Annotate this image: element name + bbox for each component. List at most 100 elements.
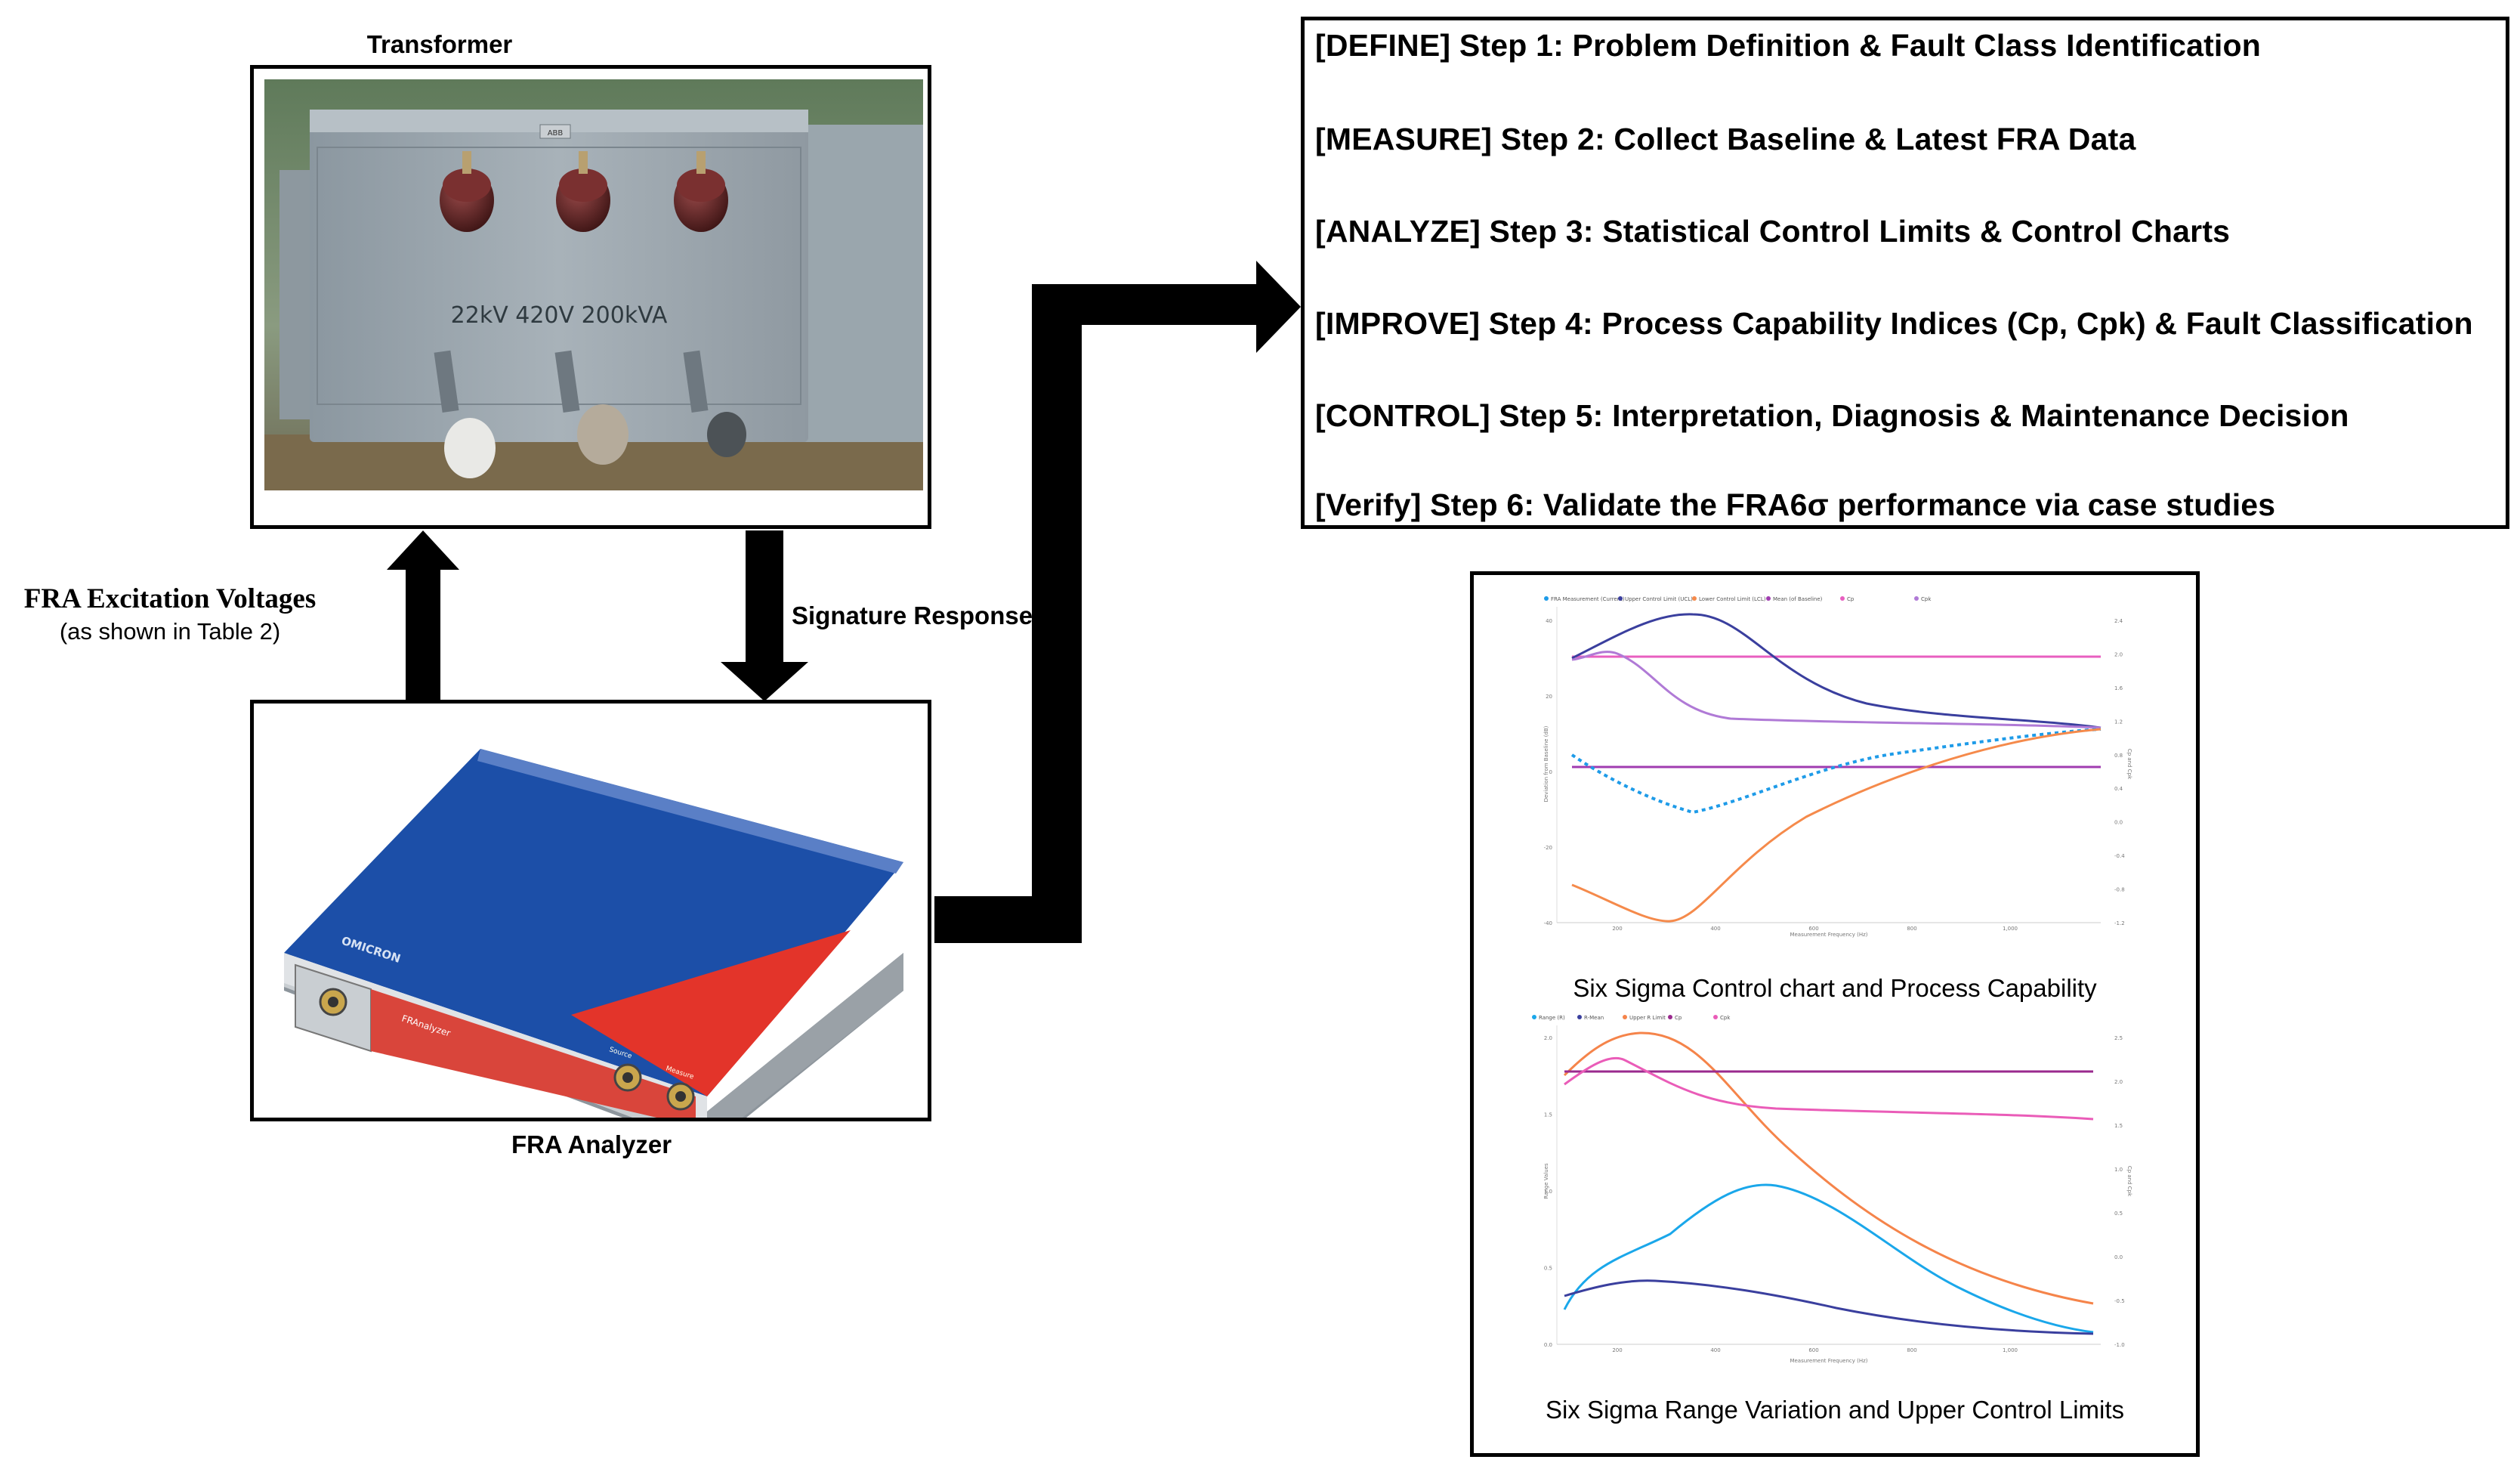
step-define: [DEFINE] Step 1: Problem Definition & Fa…: [1315, 28, 2262, 63]
legend-swatch: [1544, 596, 1549, 601]
analyzer-box: OMICRON FRAnalyzer Source Measure: [250, 700, 931, 1121]
x-tick-label: 600: [1808, 926, 1818, 932]
legend-label: R-Mean: [1584, 1015, 1604, 1021]
range-line: [1563, 1183, 2094, 1334]
bnc-connector-icon: [319, 988, 347, 1016]
x-tick-label: 400: [1710, 926, 1720, 932]
x-tick-label: 800: [1907, 1347, 1916, 1353]
x-tick-label: 800: [1907, 926, 1916, 932]
dmaic-steps-box: [DEFINE] Step 1: Problem Definition & Fa…: [1301, 17, 2509, 529]
lcl-line: [1571, 728, 2102, 923]
legend-label: FRA Measurement (Current): [1551, 596, 1625, 602]
y-tick-label: 1.0: [1544, 1189, 1552, 1195]
transformer-box: ABB 22kV 420V 200kVA: [250, 65, 931, 529]
step-control: [CONTROL] Step 5: Interpretation, Diagno…: [1315, 398, 2349, 433]
cpk-line: [1564, 1056, 2094, 1121]
x-tick-label: 1,000: [2003, 1347, 2018, 1353]
legend-swatch: [1840, 596, 1845, 601]
legend-label: Mean (of Baseline): [1773, 596, 1823, 602]
lv-bushing-icon: [577, 404, 628, 465]
y2-tick-label: 1.0: [2114, 1167, 2123, 1173]
bnc-connector-icon: [666, 1082, 695, 1111]
transformer-rating: 22kV 420V 200kVA: [451, 302, 668, 329]
step-measure: [MEASURE] Step 2: Collect Baseline & Lat…: [1315, 122, 2136, 156]
x-tick-label: 600: [1808, 1347, 1818, 1353]
legend-swatch: [1713, 1015, 1718, 1019]
y2-tick-label: 0.0: [2114, 1254, 2123, 1260]
legend-label: Upper R Limit: [1629, 1015, 1666, 1021]
y2-tick-label: 0.8: [2114, 753, 2123, 759]
hv-bushing-icon: [674, 151, 728, 232]
y-tick-label: -20: [1544, 845, 1552, 851]
y2-tick-label: 2.4: [2114, 618, 2123, 624]
transformer-title: Transformer: [366, 30, 513, 58]
analyzer-image: OMICRON FRAnalyzer Source Measure: [284, 749, 903, 1118]
control-chart-legend: FRA Measurement (Current)Upper Control L…: [1544, 596, 1932, 602]
step-verify: [Verify] Step 6: Validate the FRA6σ perf…: [1315, 487, 2276, 522]
control-chart-title: Six Sigma Control chart and Process Capa…: [1573, 974, 2097, 1002]
y-tick-label: 2.0: [1544, 1035, 1552, 1041]
y2-tick-label: 0.4: [2114, 786, 2123, 792]
y2-tick-label: 2.0: [2114, 651, 2123, 657]
y2-tick-label: -1.0: [2114, 1342, 2125, 1348]
bnc-connector-icon: [613, 1063, 642, 1092]
hv-bushing-icon: [556, 151, 610, 232]
legend-swatch: [1618, 596, 1623, 601]
excitation-arrow-icon: [387, 530, 459, 700]
transformer-plate: ABB: [548, 129, 564, 138]
y2-tick-label: 1.2: [2114, 719, 2123, 725]
control-chart-ylabel: Deviation from Baseline (dB): [1543, 725, 1549, 802]
y2-tick-label: -0.4: [2114, 853, 2125, 859]
control-chart-xlabel: Measurement Frequency (Hz): [1790, 932, 1867, 938]
y2-tick-label: 0.0: [2114, 820, 2123, 826]
legend-label: Cpk: [1720, 1015, 1731, 1021]
y-tick-label: 0.5: [1544, 1266, 1552, 1272]
y-tick-label: 40: [1546, 618, 1552, 624]
y2-tick-label: 2.0: [2114, 1079, 2123, 1085]
x-tick-label: 200: [1612, 926, 1622, 932]
transformer-image: ABB 22kV 420V 200kVA: [264, 79, 923, 490]
x-tick-label: 200: [1612, 1347, 1622, 1353]
legend-swatch: [1668, 1015, 1672, 1019]
y2-tick-label: -0.5: [2114, 1298, 2125, 1304]
lv-bushing-icon: [444, 418, 496, 478]
range-chart-title: Six Sigma Range Variation and Upper Cont…: [1545, 1396, 2125, 1424]
measurement-line: [1570, 728, 2102, 815]
control-chart-y2label: Cp and Cpk: [2126, 749, 2132, 780]
y-tick-label: 0: [1549, 769, 1552, 775]
x-tick-label: 1,000: [2003, 926, 2018, 932]
legend-label: Cp: [1847, 596, 1854, 602]
cpk-line: [1571, 651, 2102, 729]
legend-swatch: [1577, 1015, 1582, 1019]
y2-tick-label: 1.5: [2114, 1123, 2123, 1129]
r-mean-line: [1564, 1279, 2094, 1335]
ucl-line: [1571, 613, 2102, 729]
hv-bushing-icon: [440, 151, 494, 232]
step-analyze: [ANALYZE] Step 3: Statistical Control Li…: [1315, 214, 2231, 249]
signature-label: Signature Response: [792, 601, 1033, 629]
y-tick-label: -40: [1544, 920, 1552, 926]
x-tick-label: 400: [1710, 1347, 1720, 1353]
control-chart: FRA Measurement (Current)Upper Control L…: [1543, 596, 2132, 938]
y2-tick-label: -1.2: [2114, 920, 2125, 926]
y2-tick-label: -0.8: [2114, 887, 2125, 893]
legend-label: Cp: [1675, 1015, 1682, 1021]
legend-label: Cpk: [1921, 596, 1932, 602]
y-tick-label: 20: [1546, 694, 1552, 700]
y2-tick-label: 1.6: [2114, 685, 2123, 691]
legend-swatch: [1766, 596, 1771, 601]
excitation-subtitle: (as shown in Table 2): [59, 618, 281, 645]
y-tick-label: 1.5: [1544, 1112, 1552, 1118]
range-chart-ylabel: Range Values: [1543, 1163, 1549, 1199]
legend-label: Upper Control Limit (UCL): [1625, 596, 1693, 602]
range-chart-y2label: Cp and Cpk: [2126, 1166, 2132, 1197]
range-chart-xlabel: Measurement Frequency (Hz): [1790, 1358, 1867, 1364]
excitation-title: FRA Excitation Voltages: [23, 583, 317, 614]
y2-tick-label: 0.5: [2114, 1211, 2123, 1217]
y-tick-label: 0.0: [1544, 1342, 1552, 1348]
legend-swatch: [1623, 1015, 1627, 1019]
legend-swatch: [1532, 1015, 1536, 1019]
legend-swatch: [1692, 596, 1697, 601]
